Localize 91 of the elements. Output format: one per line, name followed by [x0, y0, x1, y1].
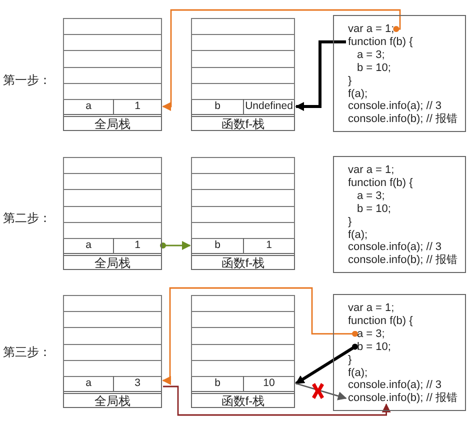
stack-slot	[191, 66, 295, 84]
stack-slot	[191, 189, 295, 207]
code-line: f(a);	[348, 88, 368, 100]
arrow	[160, 241, 191, 250]
code-line: console.info(b); // 报错	[348, 113, 458, 126]
step-label: 第三步：	[3, 344, 51, 361]
stack-slot	[191, 82, 295, 100]
stack-slot	[191, 295, 295, 312]
stack-slot	[63, 189, 162, 207]
code-line: a = 3;	[357, 190, 385, 202]
stack-frame	[63, 157, 162, 270]
arrow	[162, 9, 401, 111]
code-line: b = 10;	[357, 340, 391, 353]
stack-slot	[191, 18, 295, 36]
stack-cell: b	[192, 99, 243, 114]
code-line: console.info(b); // 报错	[348, 392, 458, 404]
code-line: var a = 1;	[348, 23, 394, 35]
stack-cell: 3	[113, 376, 161, 391]
stack-frame	[63, 295, 162, 408]
arrow	[163, 386, 391, 416]
stack-slot	[63, 157, 162, 174]
code-panel	[333, 15, 466, 132]
code-line: }	[348, 74, 352, 87]
code-line: var a = 1;	[348, 302, 394, 314]
stack-slot	[63, 18, 162, 36]
code-line: a = 3;	[357, 48, 385, 61]
stack-slot	[63, 82, 162, 100]
code-line: console.info(a); // 3	[348, 100, 442, 112]
code-line: function f(b) {	[348, 314, 413, 327]
stack-slot	[191, 173, 295, 190]
arrow	[295, 40, 346, 111]
stack-label: 全局栈	[64, 253, 161, 269]
code-line: console.info(a); // 3	[348, 241, 442, 254]
arrow	[295, 344, 358, 385]
stack-slot	[63, 327, 162, 345]
stack-cell: b	[192, 238, 243, 253]
stack-cell: 1	[243, 238, 294, 253]
code-line: f(a);	[348, 228, 368, 240]
stack-label: 函数f-栈	[192, 253, 294, 269]
stack-slot	[191, 34, 295, 52]
stack-slot	[191, 311, 295, 328]
stack-slot	[63, 360, 162, 377]
stack-cell: 10	[243, 376, 294, 391]
code-panel	[333, 294, 466, 411]
code-line: function f(b) {	[348, 176, 413, 189]
code-line: function f(b) {	[348, 36, 413, 48]
stack-slot	[63, 66, 162, 84]
stack-slot	[191, 206, 295, 223]
stack-slot	[63, 34, 162, 52]
stack-cell: a	[64, 376, 113, 391]
code-line: }	[348, 354, 352, 366]
stack-slot	[191, 50, 295, 68]
stack-cell: a	[64, 99, 113, 114]
stack-label: 函数f-栈	[192, 391, 294, 407]
code-line: f(a);	[348, 366, 368, 378]
stack-slot	[191, 327, 295, 345]
stack-cell: b	[192, 376, 243, 391]
stack-slot	[191, 360, 295, 377]
stack-label: 全局栈	[64, 114, 161, 130]
stack-cell: Undefined	[243, 99, 294, 114]
code-line: var a = 1;	[348, 164, 394, 176]
code-panel	[333, 156, 466, 273]
code-line: console.info(b); // 报错	[348, 254, 458, 266]
stack-label: 全局栈	[64, 391, 161, 407]
stack-slot	[191, 157, 295, 174]
step-label: 第一步：	[3, 72, 51, 89]
stack-cell: 1	[113, 99, 161, 114]
stack-slot	[191, 222, 295, 239]
stack-frame	[191, 295, 295, 408]
arrow	[162, 287, 358, 385]
code-line: console.info(a); // 3	[348, 379, 442, 392]
stack-frame	[63, 18, 162, 131]
stack-frame	[191, 18, 295, 131]
code-line: b = 10;	[357, 202, 391, 215]
stack-slot	[63, 222, 162, 239]
stack-label: 函数f-栈	[192, 114, 294, 130]
stack-cell: 1	[113, 238, 161, 253]
stack-slot	[63, 344, 162, 361]
stack-slot	[63, 50, 162, 68]
stack-frame	[191, 157, 295, 270]
stack-cell: a	[64, 238, 113, 253]
step-label: 第二步：	[3, 210, 51, 227]
stack-slot	[63, 295, 162, 312]
stack-slot	[63, 173, 162, 190]
stack-slot	[63, 206, 162, 223]
stack-slot	[191, 344, 295, 361]
code-line: b = 10;	[357, 62, 391, 74]
code-line: a = 3;	[357, 328, 385, 340]
arrow	[296, 382, 347, 400]
stack-slot	[63, 311, 162, 328]
code-line: }	[348, 216, 352, 228]
